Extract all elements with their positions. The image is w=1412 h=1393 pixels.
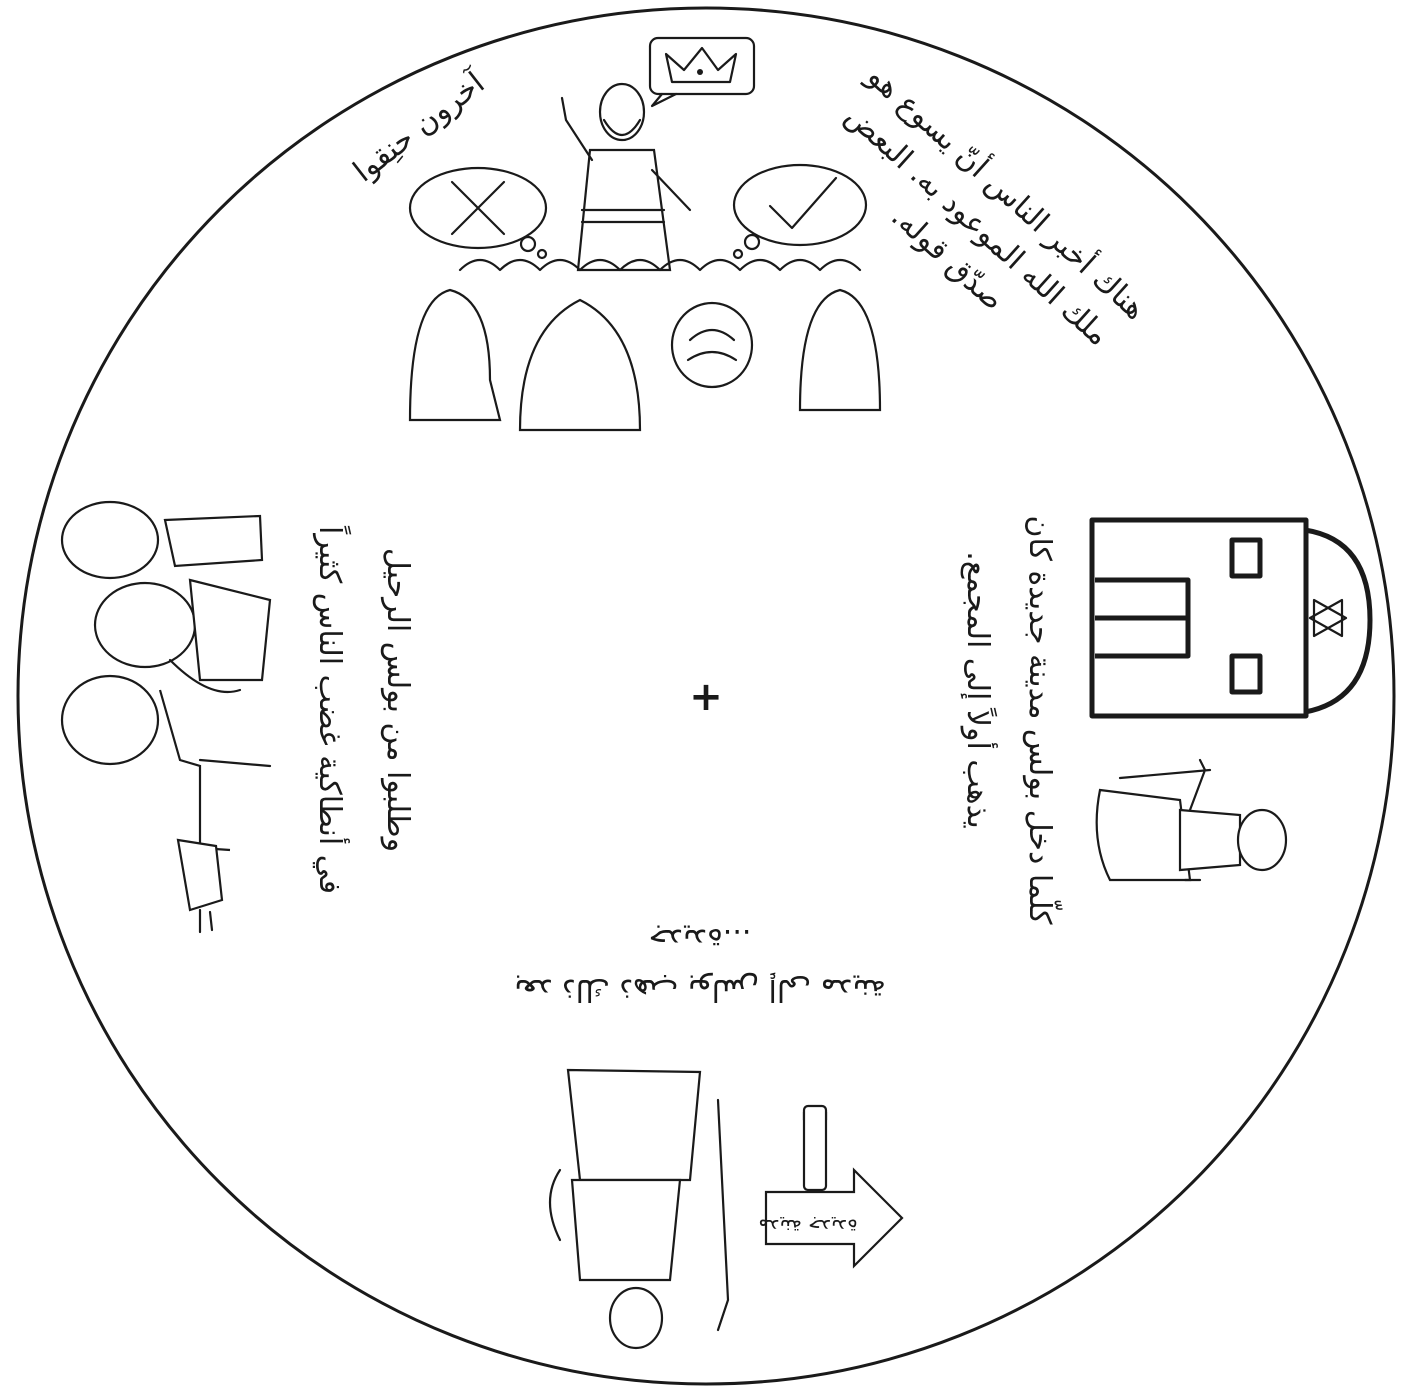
left-caption-line-1: في أنطاكية غضب الناس كثيراً xyxy=(312,526,352,894)
left-caption-line-2: وطلبوا من بولس الرحيل xyxy=(380,548,415,852)
bottom-caption-line-1: بعد ذلك ذهب بولس إلى مدينة xyxy=(514,972,886,1007)
bottom-caption-line-2: جديدة... xyxy=(649,922,752,957)
center-mark: + xyxy=(689,674,723,720)
right-caption-line-1: كلّما دخل بولس مدينة جديدة كان xyxy=(1022,515,1063,925)
right-caption-line-2: يذهب أولاً إلى المجمع. xyxy=(960,551,999,828)
arrow-sign-text: مدينة جديدة xyxy=(758,1215,857,1239)
